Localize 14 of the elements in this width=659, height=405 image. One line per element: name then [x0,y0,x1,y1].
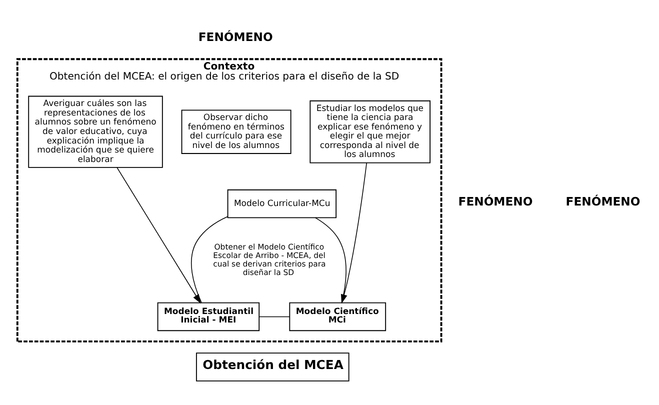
label: FENÓMENO [198,29,273,44]
connector [258,316,290,317]
arrow [116,166,201,304]
node-box: Observar dicho fenómeno en términos del currículo para ese nivel de los alumnos [181,109,292,154]
node-box: Modelo Curricular-MCu [227,188,337,218]
label: Obtener el Modelo Científico Escolar de Arribo - MCEA, del cual se derivan criterios para diseñar la SD [213,242,326,276]
connector [191,216,228,303]
node-box: Modelo Estudiantil Inicial - MEI [157,302,260,331]
node-box: Obtención del MCEA [196,352,350,381]
node-box: Averiguar cuáles son las representaciones de los alumnos sobre un fenómeno de valor educativo, cuya explicación implique la modelización que se quiere elaborar [28,95,163,168]
node-box: Estudiar los modelos que tiene la ciencia para explicar ese fenómeno y elegir el que mejor corresponda al nivel de los alumnos [310,100,431,163]
node-box: Modelo Científico MCi [289,302,386,331]
label: FENÓMENO [566,194,640,208]
label: FENÓMENO [458,194,533,208]
